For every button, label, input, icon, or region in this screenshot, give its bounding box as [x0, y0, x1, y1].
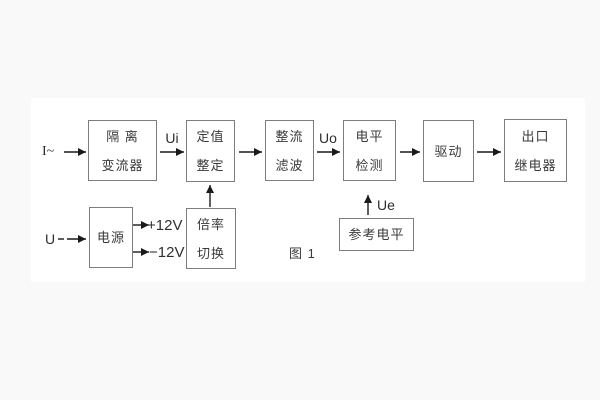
block-output-relay: 出口 继电器	[504, 119, 567, 182]
block-label: 定值	[196, 129, 225, 144]
signal-input-voltage-label: U	[45, 231, 56, 247]
block-power-supply: 电源	[89, 207, 133, 268]
block-isolation-transformer: 隔 离 变流器	[88, 120, 157, 181]
block-label: 检测	[355, 157, 384, 173]
block-label: 滤波	[275, 157, 304, 173]
block-label: 变流器	[101, 157, 144, 173]
block-label: 参考电平	[348, 227, 405, 242]
signal-ue-label: Ue	[377, 197, 395, 213]
block-setting-adjust: 定值 整定	[186, 120, 235, 182]
signal-input-current-label: I~	[42, 144, 55, 159]
block-drive: 驱动	[423, 120, 474, 182]
block-ratio-switch: 倍率 切换	[186, 208, 236, 269]
signal-uo-label: Uo	[319, 130, 337, 146]
block-label: 倍率	[196, 216, 225, 232]
block-label: 隔 离	[106, 128, 139, 144]
block-label: 切换	[196, 245, 225, 261]
signal-plus-12v-label: +12V	[147, 217, 183, 234]
block-reference-level: 参考电平	[339, 218, 414, 251]
block-label: 电平	[355, 128, 384, 144]
block-level-detect: 电平 检测	[343, 120, 396, 181]
block-label: 整流	[275, 128, 304, 144]
block-label: 驱动	[434, 143, 463, 159]
block-label: 出口	[521, 128, 550, 144]
signal-ui-label: Ui	[165, 130, 179, 146]
signal-minus-12v-label: −12V	[149, 244, 185, 261]
block-rectify-filter: 整流 滤波	[265, 120, 314, 181]
block-label: 继电器	[514, 157, 557, 173]
block-label: 整定	[196, 158, 225, 173]
figure-caption: 图 1	[289, 246, 316, 261]
block-label: 电源	[96, 230, 125, 245]
